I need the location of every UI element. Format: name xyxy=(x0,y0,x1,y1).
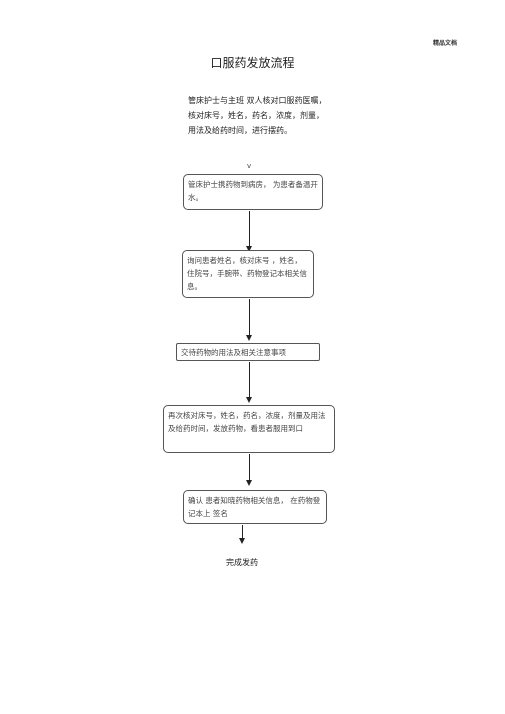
flow-arrow-5-head xyxy=(239,538,245,544)
final-step-text: 完成发药 xyxy=(226,558,258,567)
flow-arrow-5-line xyxy=(242,525,243,539)
small-mark: v xyxy=(247,162,252,170)
flow-step-2: 询问患者姓名，核对床号 ，姓名，住院号，手腕带、药物登记本相关信息。 xyxy=(182,250,314,298)
flow-arrow-3-head xyxy=(246,397,252,403)
flow-arrow-3-line xyxy=(249,362,250,399)
flow-step-1: 管床护士携药物到病房， 为患者备温开水。 xyxy=(183,174,323,210)
flow-step-4: 再次核对床号，姓名，药名，浓度，剂量及用法及给药时间，发放药物，看患者服用到口 xyxy=(163,405,335,453)
flow-step-5: 确认 患者知晓药物相关信息， 在药物登记本上 签名 xyxy=(183,490,327,524)
flow-arrow-1-head xyxy=(246,246,252,252)
flow-arrow-2-line xyxy=(249,299,250,337)
flow-arrow-1-line xyxy=(249,211,250,248)
flow-step-3: 交待药物的用法及相关注意事项 xyxy=(176,343,320,361)
intro-text: 管床护士与主班 双人核对口服药医嘱，核对床号，姓名，药名，浓度，剂量，用法及给药… xyxy=(188,96,327,135)
document-tag: 精品文档 xyxy=(432,40,457,47)
flow-arrow-4-head xyxy=(246,480,252,486)
flow-arrow-2-head xyxy=(246,335,252,341)
flow-arrow-4-line xyxy=(249,454,250,481)
page-title: 口服药发放流程 xyxy=(210,56,295,70)
